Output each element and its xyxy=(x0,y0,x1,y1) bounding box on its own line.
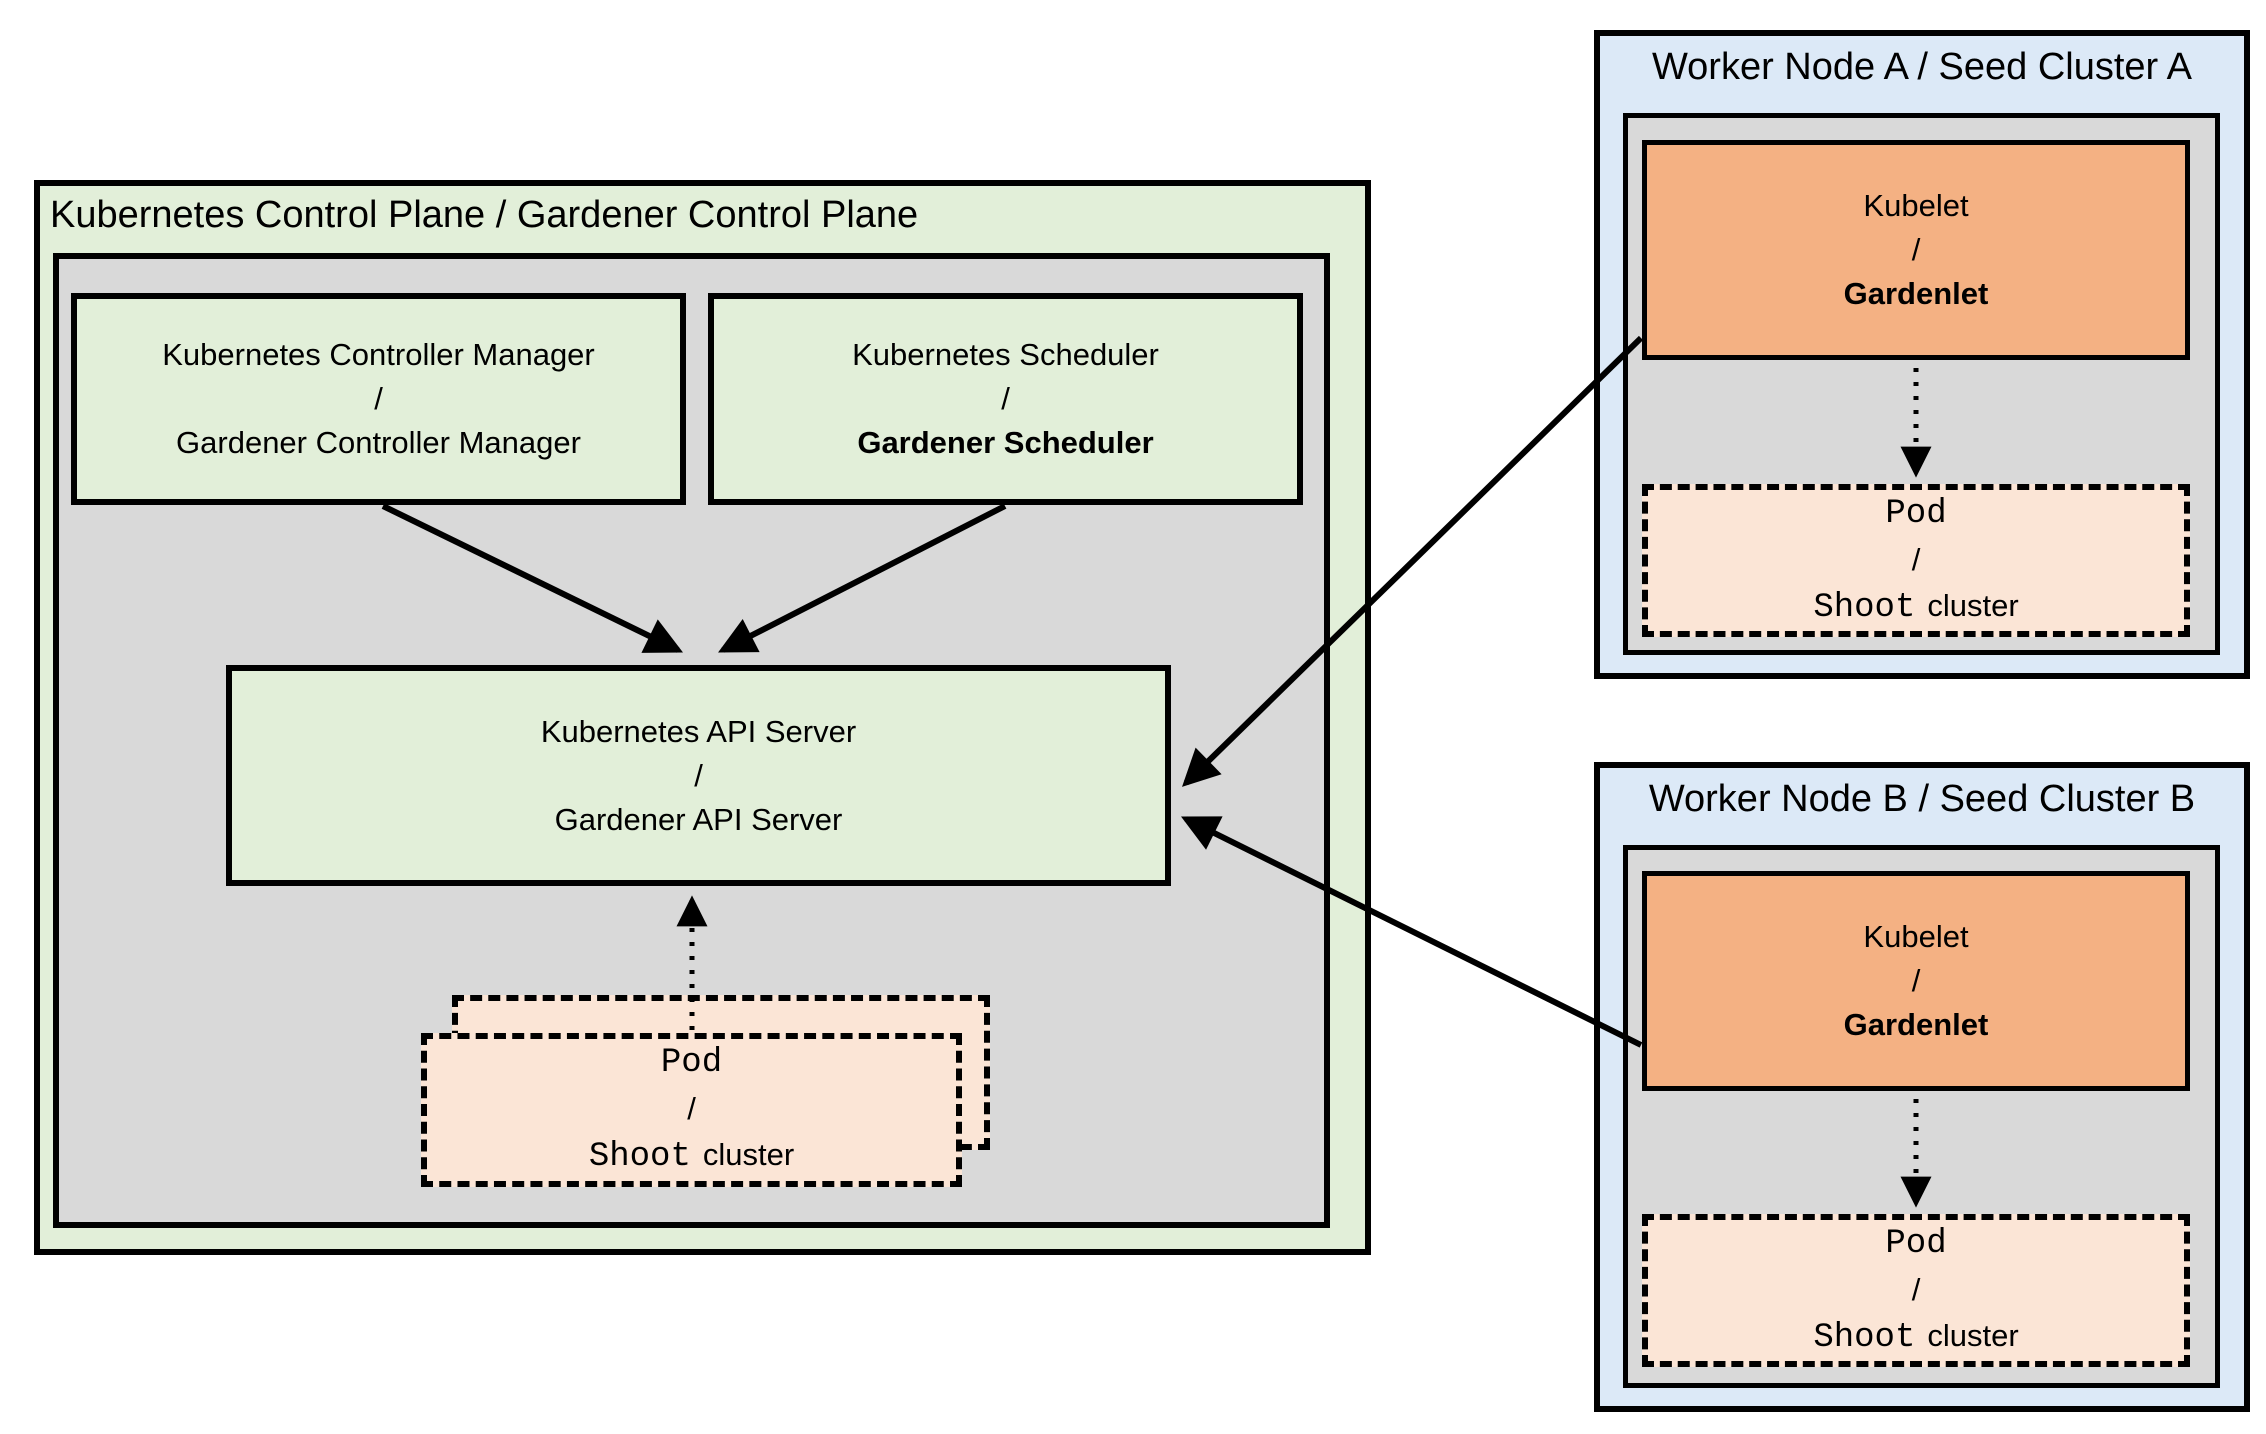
pod-shoot-b-box: Pod / Shoot cluster xyxy=(1642,1214,2190,1367)
scheduler-line2: Gardener Scheduler xyxy=(857,425,1154,460)
kubelet-b-line1: Kubelet xyxy=(1863,919,1969,954)
pod-b-line1: Pod xyxy=(1885,1224,1947,1263)
api-server-box: Kubernetes API Server / Gardener API Ser… xyxy=(226,665,1171,886)
pod-b-cluster-text: cluster xyxy=(1927,1317,2019,1353)
kubelet-b-separator: / xyxy=(1911,963,1921,998)
scheduler-separator: / xyxy=(1001,381,1010,416)
pod-separator: / xyxy=(687,1091,696,1126)
controller-manager-separator: / xyxy=(374,381,383,416)
api-server-line1: Kubernetes API Server xyxy=(540,713,857,749)
api-server-separator: / xyxy=(694,757,703,793)
controller-manager-line2: Gardener Controller Manager xyxy=(176,425,581,460)
controller-manager-box: Kubernetes Controller Manager / Gardener… xyxy=(71,293,686,505)
pod-cluster-text: cluster xyxy=(702,1137,795,1172)
pod-shoot-a-box: Pod / Shoot cluster xyxy=(1642,484,2190,637)
kubelet-a-separator: / xyxy=(1911,232,1921,267)
kubelet-a-line1: Kubelet xyxy=(1863,188,1969,223)
controller-manager-line1: Kubernetes Controller Manager xyxy=(162,337,595,372)
worker-node-a-title: Worker Node A / Seed Cluster A xyxy=(1651,46,2192,88)
pod-a-cluster-text: cluster xyxy=(1927,587,2019,623)
pod-a-line1: Pod xyxy=(1885,494,1947,533)
kubelet-b-box: Kubelet / Gardenlet xyxy=(1642,871,2190,1091)
pod-a-shoot-code: Shoot xyxy=(1813,588,1916,627)
pod-line1: Pod xyxy=(660,1044,723,1082)
pod-shoot-box: Pod / Shoot cluster xyxy=(421,1033,962,1187)
api-server-line2: Gardener API Server xyxy=(554,801,843,837)
scheduler-line1: Kubernetes Scheduler xyxy=(852,337,1159,372)
scheduler-box: Kubernetes Scheduler / Gardener Schedule… xyxy=(708,293,1303,505)
pod-shoot-code: Shoot xyxy=(588,1138,691,1176)
pod-b-shoot-code: Shoot xyxy=(1813,1318,1916,1357)
kubelet-a-box: Kubelet / Gardenlet xyxy=(1642,140,2190,360)
kubelet-b-line2: Gardenlet xyxy=(1843,1007,1989,1042)
worker-node-b-title: Worker Node B / Seed Cluster B xyxy=(1648,778,2196,820)
kubelet-a-line2: Gardenlet xyxy=(1843,276,1989,311)
pod-b-separator: / xyxy=(1911,1271,1921,1307)
control-plane-title: Kubernetes Control Plane / Gardener Cont… xyxy=(50,194,919,236)
pod-a-separator: / xyxy=(1911,541,1921,577)
